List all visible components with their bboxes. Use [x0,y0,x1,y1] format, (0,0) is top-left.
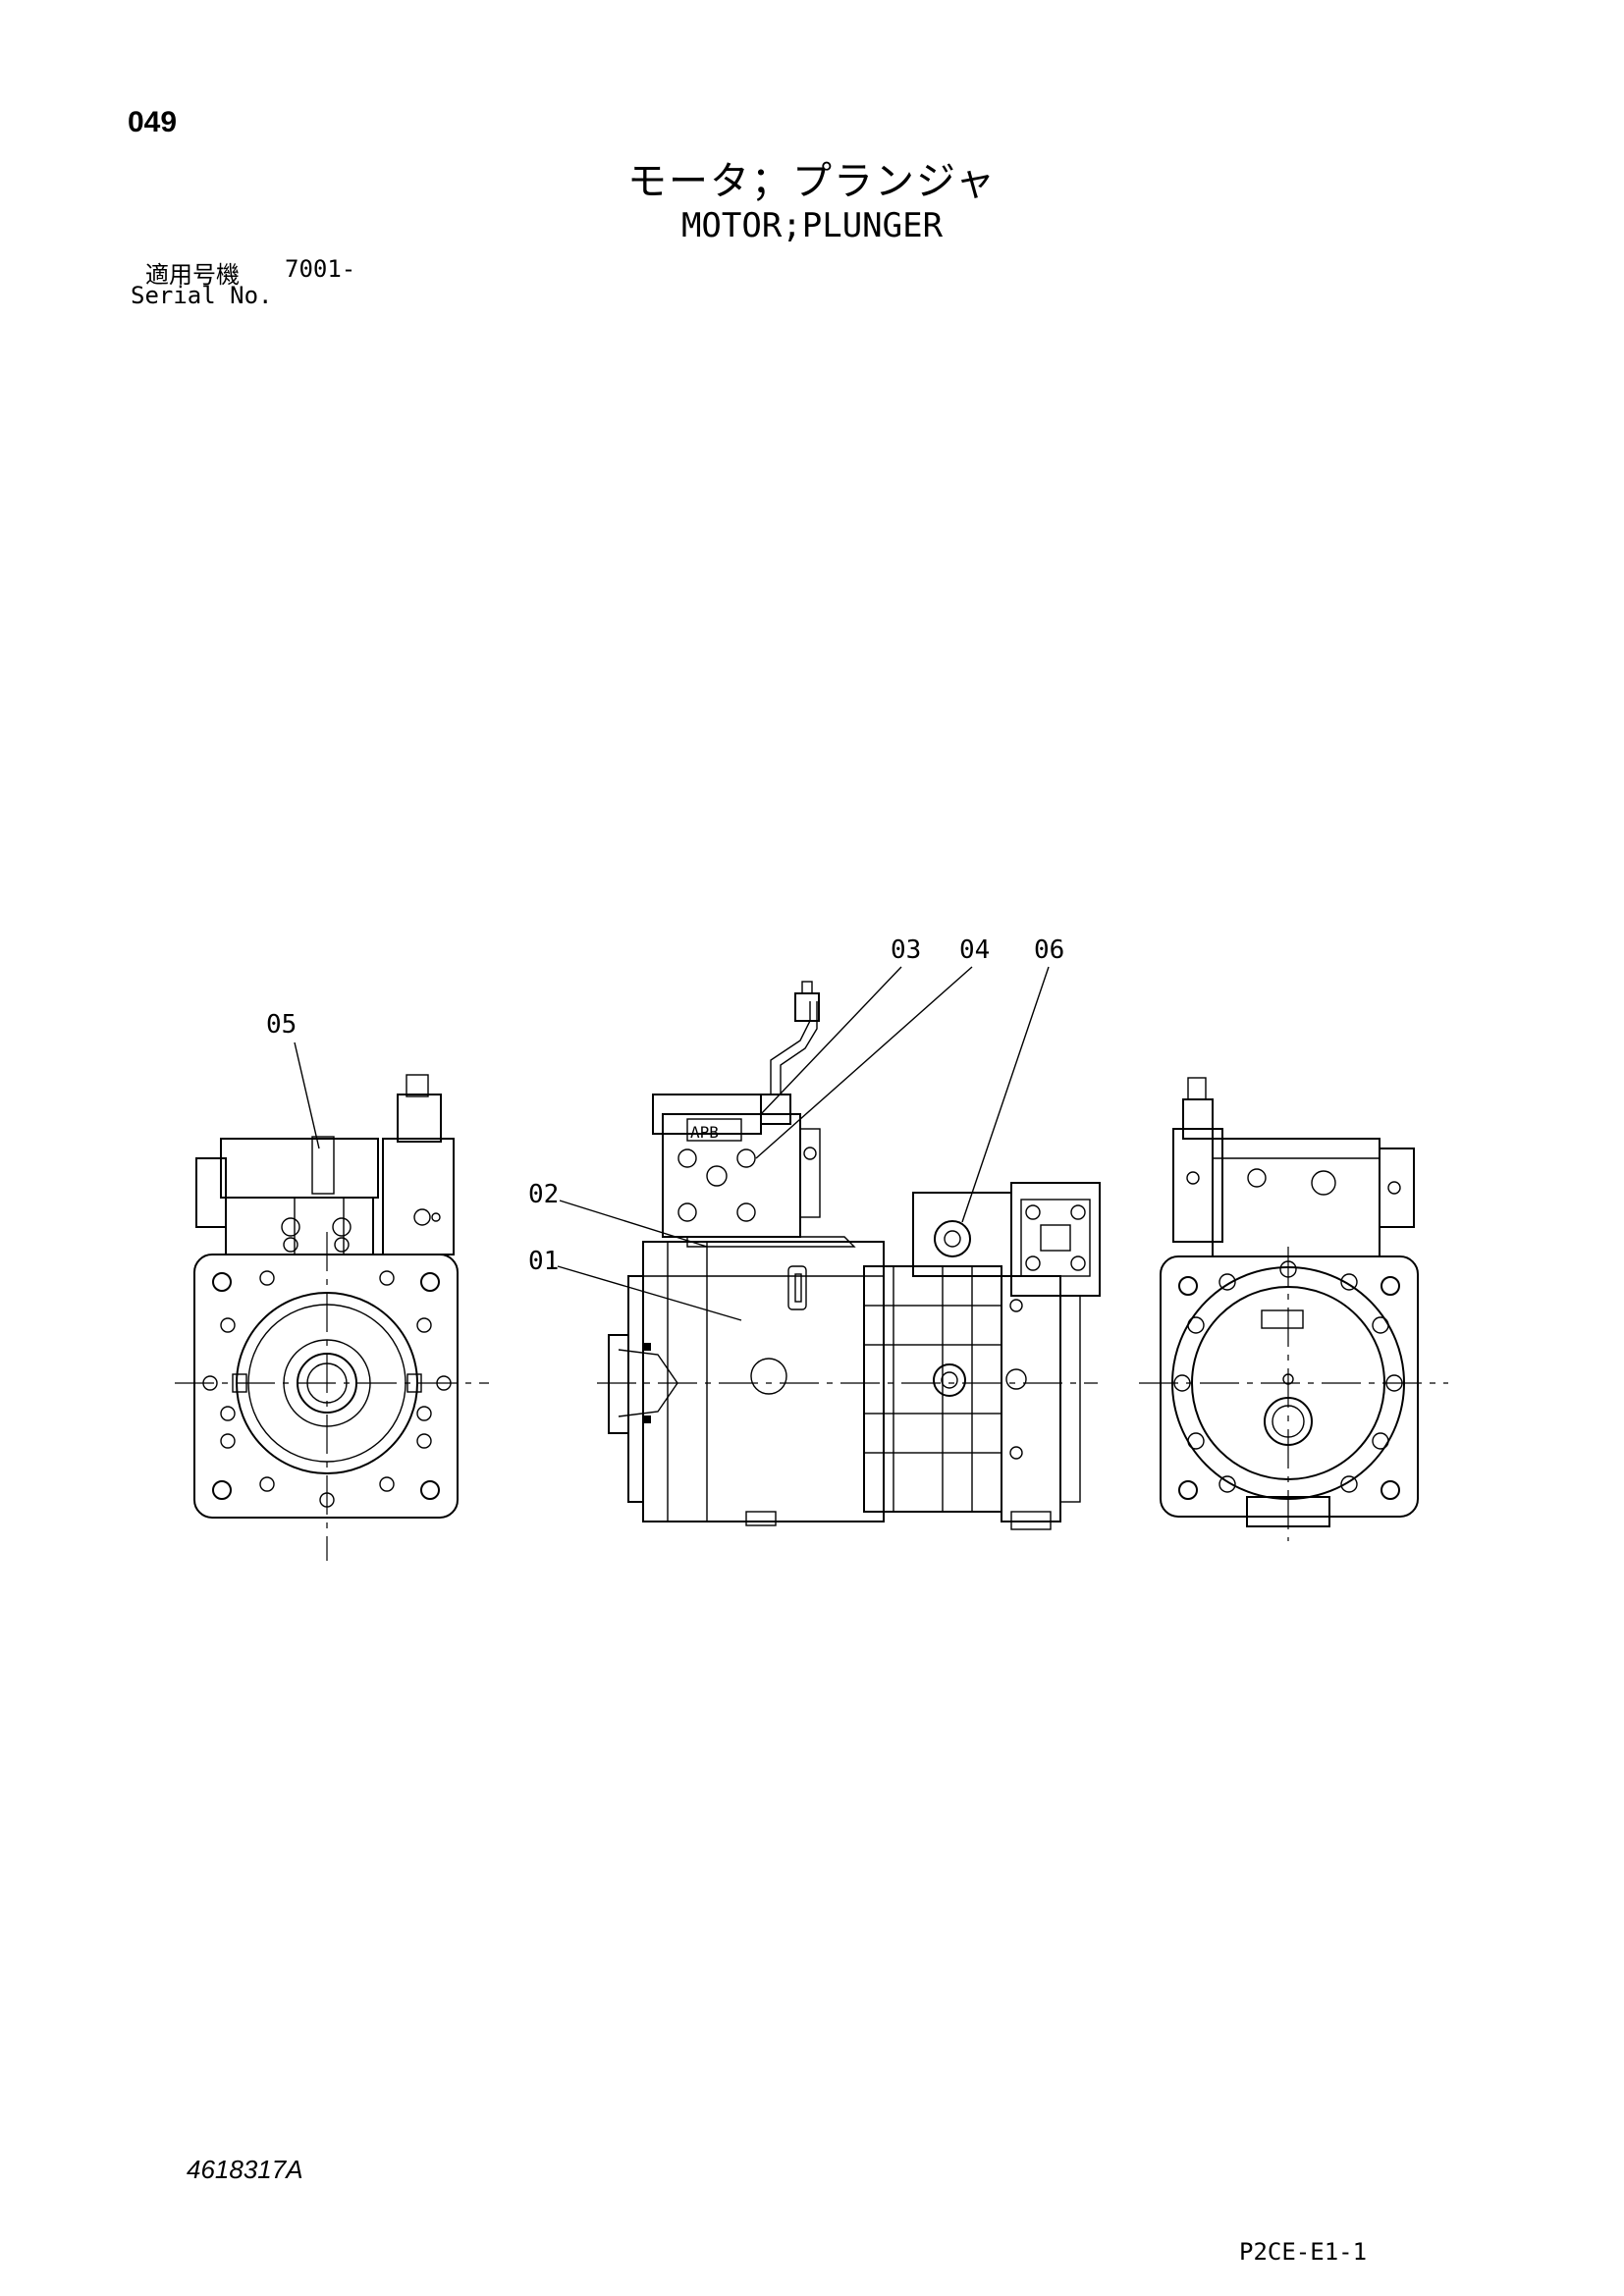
page-code: P2CE-E1-1 [1239,2238,1368,2266]
serial-value: 7001- [285,255,356,283]
document-number: 4618317A [187,2155,303,2184]
callout-06: 06 [1034,935,1064,965]
apb-label: APB [690,1123,719,1142]
title-japanese: モータ；プランジャ [627,159,997,204]
callout-02: 02 [528,1180,559,1209]
center-view: APB [597,981,1101,1530]
callout-04: 04 [959,935,990,965]
left-view [175,1074,489,1561]
right-view [1139,1077,1448,1541]
serial-label-english: Serial No. [131,282,273,309]
title-english: MOTOR;PLUNGER [680,206,944,245]
callout-05: 05 [266,1010,297,1040]
callout-01: 01 [528,1247,559,1276]
callout-03: 03 [891,935,921,965]
callout-leaders [294,966,1050,1321]
page-number: 049 [128,106,178,138]
serial-label-japanese: 適用号機 [145,261,240,289]
